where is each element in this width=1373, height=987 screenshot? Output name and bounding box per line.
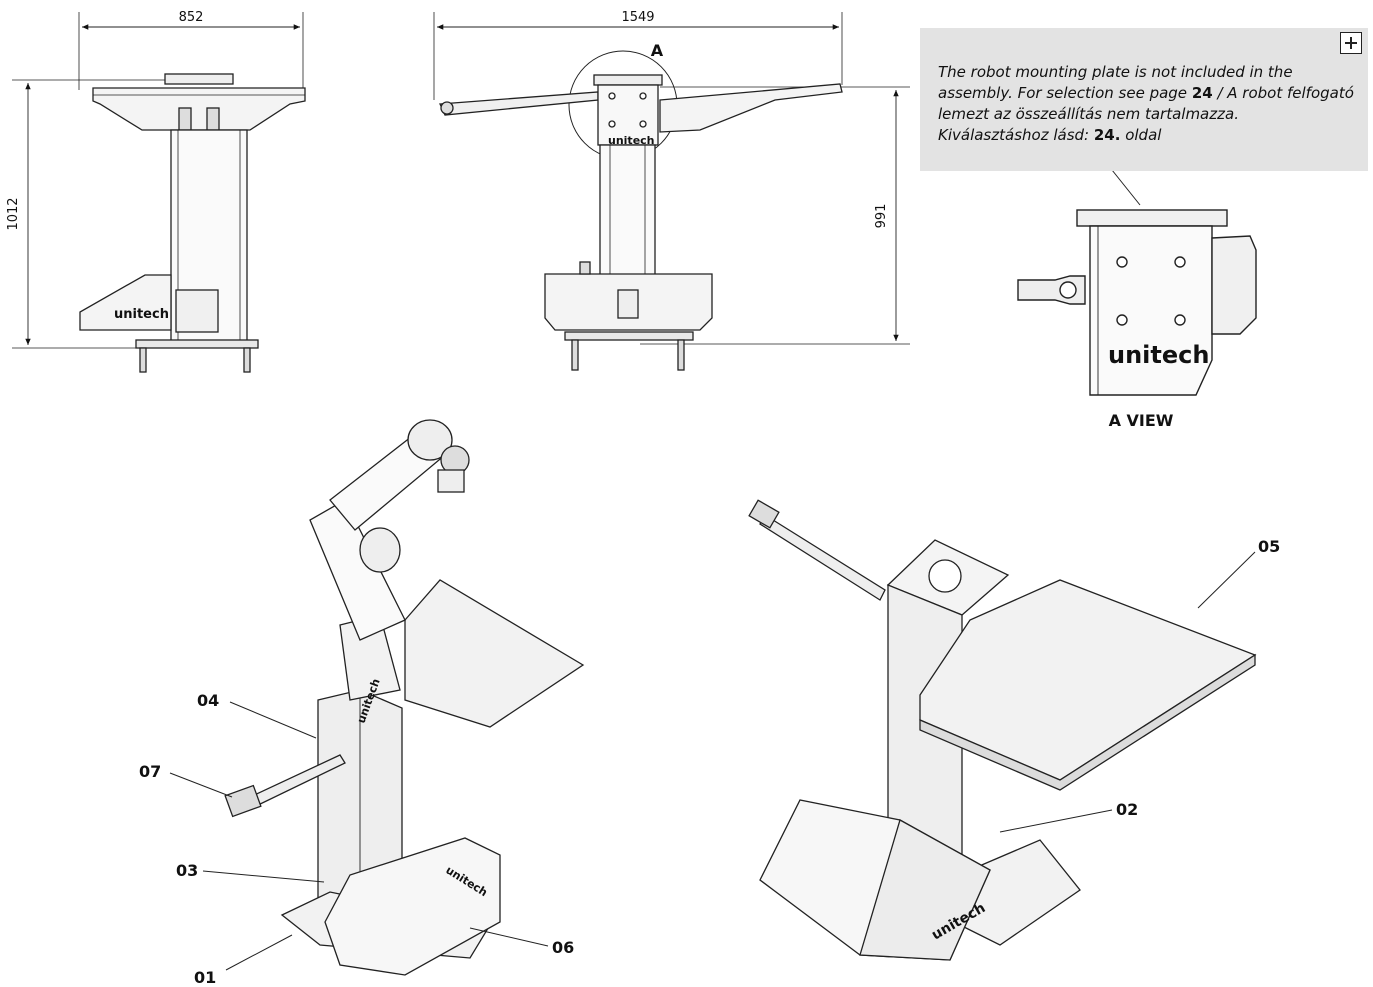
part-label-03: 03: [176, 861, 198, 880]
note-page-ref-1: 24: [1191, 84, 1213, 102]
part-label-04: 04: [197, 691, 219, 710]
brand-logo-detail: unitech: [1108, 341, 1209, 369]
dimension-width-front: 852: [179, 10, 204, 25]
dimension-height-front: 1012: [6, 197, 21, 230]
isometric-view-robot: [169, 419, 585, 976]
isometric-view-cell: [748, 499, 1257, 961]
brand-logo-side: unitech: [608, 134, 655, 147]
brand-logo-front: unitech: [114, 307, 169, 322]
part-label-06: 06: [552, 938, 574, 957]
note-page-ref-2: 24.: [1093, 126, 1121, 144]
assembly-note-text: The robot mounting plate is not included…: [938, 62, 1354, 146]
part-label-02: 02: [1116, 800, 1138, 819]
plus-icon[interactable]: [1340, 32, 1362, 54]
detail-marker: A: [651, 41, 664, 60]
detail-view-label: A VIEW: [1109, 411, 1174, 430]
front-view: [12, 12, 306, 373]
dimension-width-side: 1549: [621, 10, 654, 25]
note-text-hu-end: oldal: [1120, 126, 1162, 144]
assembly-note: The robot mounting plate is not included…: [920, 28, 1368, 171]
note-text-hu: / A robot felfogató lemezt az összeállít…: [938, 84, 1354, 144]
detail-a-view: [1017, 169, 1257, 396]
part-label-01: 01: [194, 968, 216, 987]
note-text-en: The robot mounting plate is not included…: [938, 63, 1293, 102]
part-label-05: 05: [1258, 537, 1280, 556]
dimension-height-side: 991: [874, 204, 889, 229]
side-view: [433, 12, 910, 371]
part-label-07: 07: [139, 762, 161, 781]
